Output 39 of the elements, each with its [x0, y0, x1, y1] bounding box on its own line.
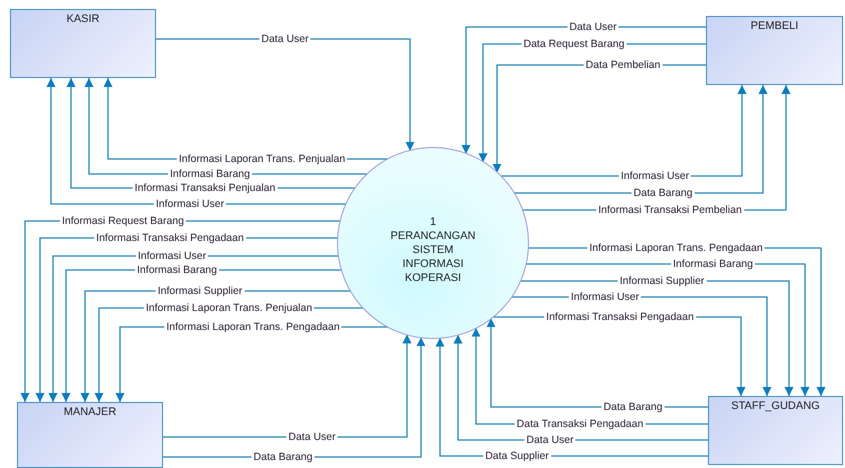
entity-box [708, 396, 843, 465]
process-name: PERANCANGAN SISTEM INFORMASI KOPERASI [390, 229, 476, 285]
edge-label: Informasi Laporan Trans. Penjualan [176, 153, 348, 165]
entity-name: STAFF_GUDANG [730, 400, 821, 412]
edge-label: Informasi User [154, 198, 226, 210]
edge-label: Informasi Request Barang [60, 215, 186, 227]
edge-label: Informasi Laporan Trans. Pengadaan [164, 321, 342, 333]
edge-label: Data User [259, 33, 311, 45]
edge-label: Informasi Transaksi Pembelian [596, 204, 744, 216]
edge-label: Informasi User [136, 250, 208, 262]
edge-label: Informasi Laporan Trans. Pengadaan [587, 242, 765, 254]
edge-label: Data Request Barang [522, 38, 626, 50]
edge-label: Data Barang [602, 401, 664, 413]
edge-label: Informasi Transaksi Pengadaan [94, 232, 246, 244]
entity-box [17, 402, 163, 468]
entity-box [706, 16, 843, 85]
entity-box [10, 9, 156, 78]
entity-name: PEMBELI [750, 20, 800, 32]
edge-label: Informasi Barang [135, 264, 219, 276]
edge-label: Data Transaksi Pengadaan [514, 418, 646, 430]
edge-label: Data User [524, 434, 576, 446]
edge-label: Data Barang [632, 187, 694, 199]
process-number: 1 [428, 215, 438, 229]
edge-label: Informasi Barang [671, 258, 755, 270]
edge-label: Informasi Transaksi Pengadaan [544, 311, 696, 323]
entity-name: MANAJER [62, 406, 118, 418]
edge-label: Informasi Transaksi Penjualan [132, 182, 278, 194]
edge-label: Informasi User [618, 170, 692, 182]
edge-label: Data User [567, 21, 619, 33]
edge-label: Informasi Supplier [618, 275, 706, 287]
edge-label: Data Barang [252, 451, 314, 463]
edge-label: Data Supplier [483, 450, 551, 462]
edge-label: Informasi User [568, 291, 642, 303]
edge-label: Data Pembelian [584, 59, 662, 71]
edge-label: Informasi Barang [168, 168, 252, 180]
edge-label: Informasi Supplier [156, 285, 244, 297]
entity-name: KASIR [65, 13, 100, 25]
edge-label: Data User [286, 431, 338, 443]
edge-label: Informasi Laporan Trans. Penjualan [144, 302, 314, 314]
